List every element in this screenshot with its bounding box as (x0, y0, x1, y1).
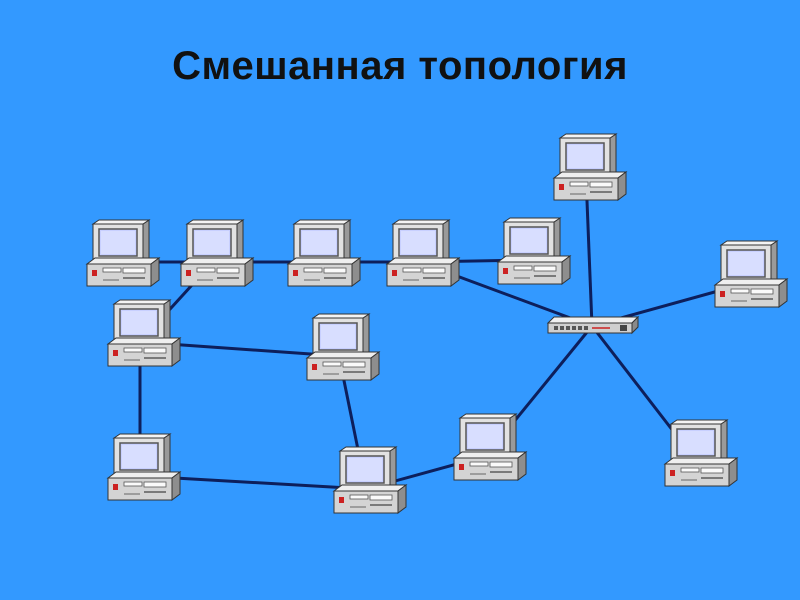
link-hub-pc11 (584, 175, 594, 327)
computer-icon (286, 219, 362, 287)
computer-icon (305, 313, 381, 381)
computer-icon (452, 413, 528, 481)
computer-icon (85, 219, 161, 287)
node-layer (85, 133, 789, 514)
computer-icon (332, 446, 408, 514)
computer-icon (106, 299, 182, 367)
computer-icon (496, 217, 572, 285)
computer-icon (552, 133, 628, 201)
computer-icon (179, 219, 255, 287)
computer-icon (713, 240, 789, 308)
computer-icon (106, 433, 182, 501)
computer-icon (663, 419, 739, 487)
network-hub-icon (546, 315, 640, 335)
slide-title: Смешанная топология (172, 44, 628, 88)
computer-icon (385, 219, 461, 287)
